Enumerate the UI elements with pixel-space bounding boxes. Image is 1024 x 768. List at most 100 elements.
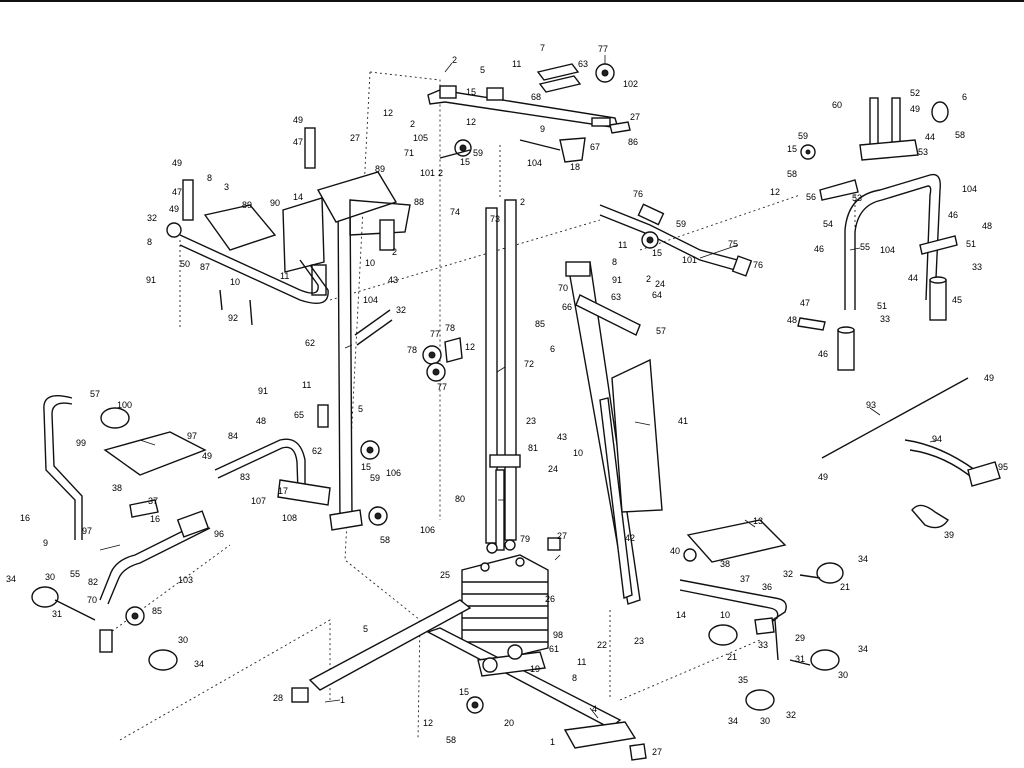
part-callout-46: 46 — [814, 244, 824, 254]
part-callout-34: 34 — [858, 644, 868, 654]
part-callout-48: 48 — [256, 416, 266, 426]
part-callout-83: 83 — [240, 472, 250, 482]
part-callout-58: 58 — [446, 735, 456, 745]
rod-end — [504, 539, 516, 551]
part-callout-15: 15 — [652, 248, 662, 258]
part-callout-11: 11 — [577, 657, 586, 667]
rod-bracket — [489, 454, 521, 468]
part-callout-11: 11 — [280, 271, 289, 281]
part-callout-22: 22 — [597, 640, 607, 650]
part-callout-15: 15 — [361, 462, 371, 472]
part-callout-24: 24 — [548, 464, 558, 474]
center-pulley-pair — [422, 337, 463, 382]
part-callout-59: 59 — [473, 148, 483, 158]
part-callout-1: 1 — [550, 737, 555, 747]
guide-rod — [504, 199, 517, 541]
part-callout-103: 103 — [178, 575, 193, 585]
part-callout-49: 49 — [172, 158, 182, 168]
boom-plate — [536, 63, 580, 81]
part-callout-54: 54 — [823, 219, 833, 229]
pulley-hub — [601, 69, 609, 77]
cable-bracket — [559, 137, 586, 163]
part-callout-102: 102 — [623, 79, 638, 89]
part-callout-15: 15 — [466, 87, 476, 97]
part-callout-9: 9 — [540, 124, 545, 134]
pulley-bracket — [591, 117, 611, 127]
part-callout-57: 57 — [90, 389, 100, 399]
part-callout-8: 8 — [207, 173, 212, 183]
seat-back-pad — [316, 171, 398, 223]
part-callout-49: 49 — [818, 472, 828, 482]
part-callout-33: 33 — [758, 640, 768, 650]
part-callout-93: 93 — [866, 400, 876, 410]
part-callout-2: 2 — [452, 55, 457, 65]
part-callout-41: 41 — [678, 416, 688, 426]
part-callout-5: 5 — [480, 65, 485, 75]
press-arm — [599, 203, 753, 277]
part-callout-91: 91 — [146, 275, 156, 285]
part-callout-101: 101 — [682, 255, 697, 265]
part-callout-30: 30 — [760, 716, 770, 726]
part-callout-61: 61 — [549, 644, 559, 654]
weight-stack — [461, 537, 561, 663]
boom-bracket — [486, 87, 504, 101]
part-callout-27: 27 — [350, 133, 360, 143]
part-callout-106: 106 — [386, 468, 401, 478]
part-callout-13: 13 — [753, 516, 763, 526]
brace — [354, 309, 391, 336]
leg-seat-assembly — [679, 519, 844, 711]
part-callout-31: 31 — [795, 654, 805, 664]
part-callout-2: 2 — [438, 168, 443, 178]
part-callout-11: 11 — [302, 380, 311, 390]
part-callout-60: 60 — [832, 100, 842, 110]
bolt — [439, 149, 471, 159]
part-callout-52: 52 — [910, 88, 920, 98]
part-callout-8: 8 — [572, 673, 577, 683]
part-callout-105: 105 — [413, 133, 428, 143]
part-callout-68: 68 — [531, 92, 541, 102]
part-callout-77: 77 — [437, 382, 447, 392]
part-callout-91: 91 — [258, 386, 268, 396]
part-callout-84: 84 — [228, 431, 238, 441]
part-callout-91: 91 — [612, 275, 622, 285]
part-callout-78: 78 — [445, 323, 455, 333]
part-callout-56: 56 — [806, 192, 816, 202]
part-callout-53: 53 — [918, 147, 928, 157]
butterfly-arm-assembly — [214, 404, 388, 526]
part-callout-30: 30 — [178, 635, 188, 645]
part-callout-76: 76 — [753, 260, 763, 270]
lat-bar — [821, 377, 969, 459]
part-callout-32: 32 — [786, 710, 796, 720]
part-callout-23: 23 — [526, 416, 536, 426]
part-callout-10: 10 — [365, 258, 375, 268]
part-callout-75: 75 — [728, 239, 738, 249]
seat-frame-tube — [179, 244, 329, 304]
part-callout-46: 46 — [948, 210, 958, 220]
part-callout-21: 21 — [840, 582, 850, 592]
part-callout-74: 74 — [450, 207, 460, 217]
part-callout-78: 78 — [407, 345, 417, 355]
part-callout-34: 34 — [728, 716, 738, 726]
selector-rod — [495, 469, 505, 551]
bolt — [249, 299, 253, 326]
part-callout-96: 96 — [214, 529, 224, 539]
part-callout-12: 12 — [770, 187, 780, 197]
right-leg-extension-assembly — [797, 97, 958, 371]
part-callout-55: 55 — [70, 569, 80, 579]
part-callout-11: 11 — [512, 59, 521, 69]
part-callout-12: 12 — [466, 117, 476, 127]
part-callout-16: 16 — [150, 514, 160, 524]
part-callout-24: 24 — [655, 279, 665, 289]
upright-tube — [337, 188, 353, 527]
part-callout-30: 30 — [838, 670, 848, 680]
part-callout-82: 82 — [88, 577, 98, 587]
part-callout-81: 81 — [528, 443, 538, 453]
part-callout-86: 86 — [628, 137, 638, 147]
part-callout-6: 6 — [962, 92, 967, 102]
part-callout-35: 35 — [738, 675, 748, 685]
part-callout-104: 104 — [527, 158, 542, 168]
part-callout-71: 71 — [404, 148, 414, 158]
chain — [904, 439, 976, 481]
part-callout-10: 10 — [230, 277, 240, 287]
